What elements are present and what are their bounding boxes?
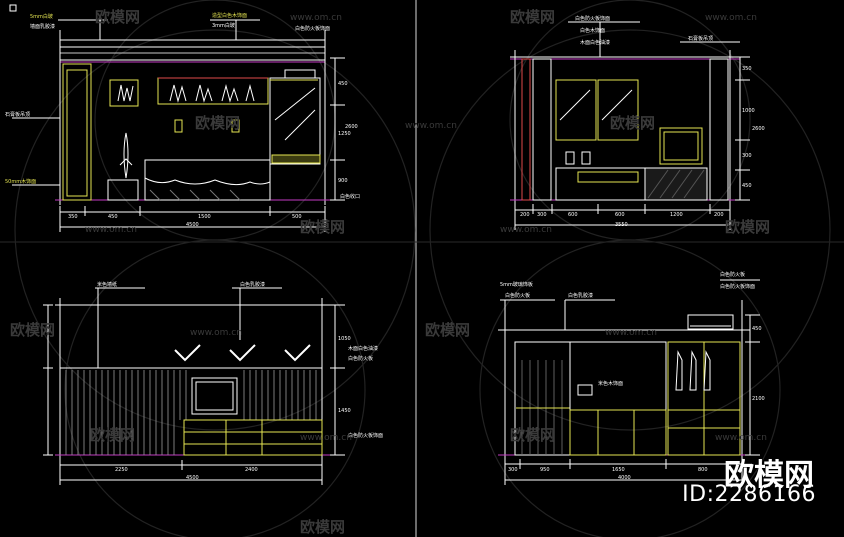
bl-rdim-1: 1050 bbox=[338, 336, 351, 342]
elevation-top-right: 白色防火板饰面 白色木饰面 木面白色油漆 石膏板吊顶 200 300 600 6… bbox=[510, 15, 765, 230]
br-dim-4: 800 bbox=[698, 467, 708, 473]
wm-brand-11: 欧模网 bbox=[300, 518, 345, 536]
tl-total: 4500 bbox=[186, 222, 199, 228]
br-dim-3: 1650 bbox=[612, 467, 625, 473]
tr-note-4: 石膏板吊顶 bbox=[688, 35, 713, 42]
br-rdim-1: 450 bbox=[752, 326, 762, 332]
bl-note-1: 米色墙纸 bbox=[97, 281, 117, 288]
tr-rdim-2: 1000 bbox=[742, 108, 755, 114]
wm-site-4: www.om.cn bbox=[85, 225, 137, 235]
wm-brand-4: 欧模网 bbox=[610, 114, 655, 132]
tl-note-7: 50mm木饰面 bbox=[5, 178, 36, 185]
br-note-4: 白色防火板 bbox=[720, 271, 745, 278]
watermark-repeats: 欧模网 欧模网 欧模网 欧模网 欧模网 欧模网 欧模网 欧模网 欧模网 欧模网 … bbox=[10, 8, 770, 536]
br-note-5: 白色防火板饰面 bbox=[720, 283, 755, 290]
tl-note-6: 石膏板吊顶 bbox=[5, 111, 30, 118]
bl-total: 4500 bbox=[186, 475, 199, 481]
tl-dim-4: 500 bbox=[292, 214, 302, 220]
wm-brand-3: 欧模网 bbox=[195, 114, 240, 132]
tl-dim-2: 450 bbox=[108, 214, 118, 220]
tl-rdim-3: 900 bbox=[338, 178, 348, 184]
tl-note-2: 墙面乳胶漆 bbox=[30, 23, 55, 30]
br-rdim-2: 2100 bbox=[752, 396, 765, 402]
watermark-id: ID:2286166 bbox=[682, 482, 816, 507]
tr-note-1: 白色防火板饰面 bbox=[575, 15, 610, 22]
br-dim-1: 300 bbox=[508, 467, 518, 473]
watermark-brand: 欧模网 bbox=[724, 458, 814, 493]
bl-dim-2: 2400 bbox=[245, 467, 258, 473]
elevation-bottom-right: 5mm玻璃饰板 白色防火板 白色乳胶漆 白色防火板 白色防火板饰面 米色木饰面 … bbox=[498, 271, 765, 485]
tl-note-8: 白色收口 bbox=[340, 193, 360, 200]
br-note-1: 5mm玻璃饰板 bbox=[500, 281, 533, 288]
wm-brand-7: 欧模网 bbox=[10, 321, 55, 339]
elevation-top-left: 5mm白玻 墙面乳胶漆 造型白色木饰面 3mm白玻 白色防火板饰面 石膏板吊顶 … bbox=[5, 4, 360, 232]
bl-note-3: 木面白色油漆 bbox=[348, 345, 378, 352]
br-total: 4000 bbox=[618, 475, 631, 481]
bl-note-5: 白色防火板饰面 bbox=[348, 432, 383, 439]
br-note-6: 米色木饰面 bbox=[598, 380, 623, 387]
wm-site-6: www.om.cn bbox=[190, 328, 242, 338]
tr-note-3: 木面白色油漆 bbox=[580, 39, 610, 46]
watermark-circles bbox=[14, 0, 831, 537]
bl-note-4: 白色防火板 bbox=[348, 355, 373, 362]
wm-site-7: www.om.cn bbox=[605, 328, 657, 338]
watermark-site-repeats: www.om.cn www.om.cn www.om.cn www.om.cn … bbox=[85, 13, 767, 443]
tr-dim-2: 300 bbox=[537, 212, 547, 218]
wm-site-2: www.om.cn bbox=[705, 13, 757, 23]
wm-brand-1: 欧模网 bbox=[95, 8, 140, 26]
tr-dim-5: 1200 bbox=[670, 212, 683, 218]
bl-dim-1: 2250 bbox=[115, 467, 128, 473]
tl-rtotal: 2600 bbox=[345, 124, 358, 130]
wm-site-9: www.om.cn bbox=[715, 433, 767, 443]
wm-brand-5: 欧模网 bbox=[300, 218, 345, 236]
tr-rdim-3: 300 bbox=[742, 153, 752, 159]
tr-dim-1: 200 bbox=[520, 212, 530, 218]
tr-total: 3550 bbox=[615, 222, 628, 228]
tr-rdim-1: 350 bbox=[742, 66, 752, 72]
wm-brand-9: 欧模网 bbox=[90, 426, 135, 444]
wm-site-5: www.om.cn bbox=[500, 225, 552, 235]
br-dim-2: 950 bbox=[540, 467, 550, 473]
tr-rtotal: 2600 bbox=[752, 126, 765, 132]
wm-brand-10: 欧模网 bbox=[510, 426, 555, 444]
bl-note-2: 白色乳胶漆 bbox=[240, 281, 265, 288]
wm-site-1: www.om.cn bbox=[290, 13, 342, 23]
br-note-2: 白色防火板 bbox=[505, 292, 530, 299]
tl-note-1: 5mm白玻 bbox=[30, 13, 53, 20]
wm-brand-2: 欧模网 bbox=[510, 8, 555, 26]
wm-site-8: www.om.cn bbox=[300, 433, 352, 443]
bl-rdim-2: 1450 bbox=[338, 408, 351, 414]
tr-rdim-4: 450 bbox=[742, 183, 752, 189]
wm-brand-6: 欧模网 bbox=[725, 218, 770, 236]
tr-note-2: 白色木饰面 bbox=[580, 27, 605, 34]
tl-note-3: 造型白色木饰面 bbox=[212, 12, 247, 19]
elevation-bottom-left: 米色墙纸 白色乳胶漆 木面白色油漆 白色防火板 白色防火板饰面 2250 240… bbox=[43, 281, 383, 485]
wm-site-3: www.om.cn bbox=[405, 121, 457, 131]
tl-dim-1: 350 bbox=[68, 214, 78, 220]
tr-dim-6: 200 bbox=[714, 212, 724, 218]
tl-note-4: 3mm白玻 bbox=[212, 22, 235, 29]
tl-note-5: 白色防火板饰面 bbox=[295, 25, 330, 32]
wm-brand-8: 欧模网 bbox=[425, 321, 470, 339]
tl-rdim-2: 1250 bbox=[338, 131, 351, 137]
tl-rdim-1: 450 bbox=[338, 81, 348, 87]
tr-dim-4: 600 bbox=[615, 212, 625, 218]
tr-dim-3: 600 bbox=[568, 212, 578, 218]
br-note-3: 白色乳胶漆 bbox=[568, 292, 593, 299]
tl-dim-3: 1500 bbox=[198, 214, 211, 220]
